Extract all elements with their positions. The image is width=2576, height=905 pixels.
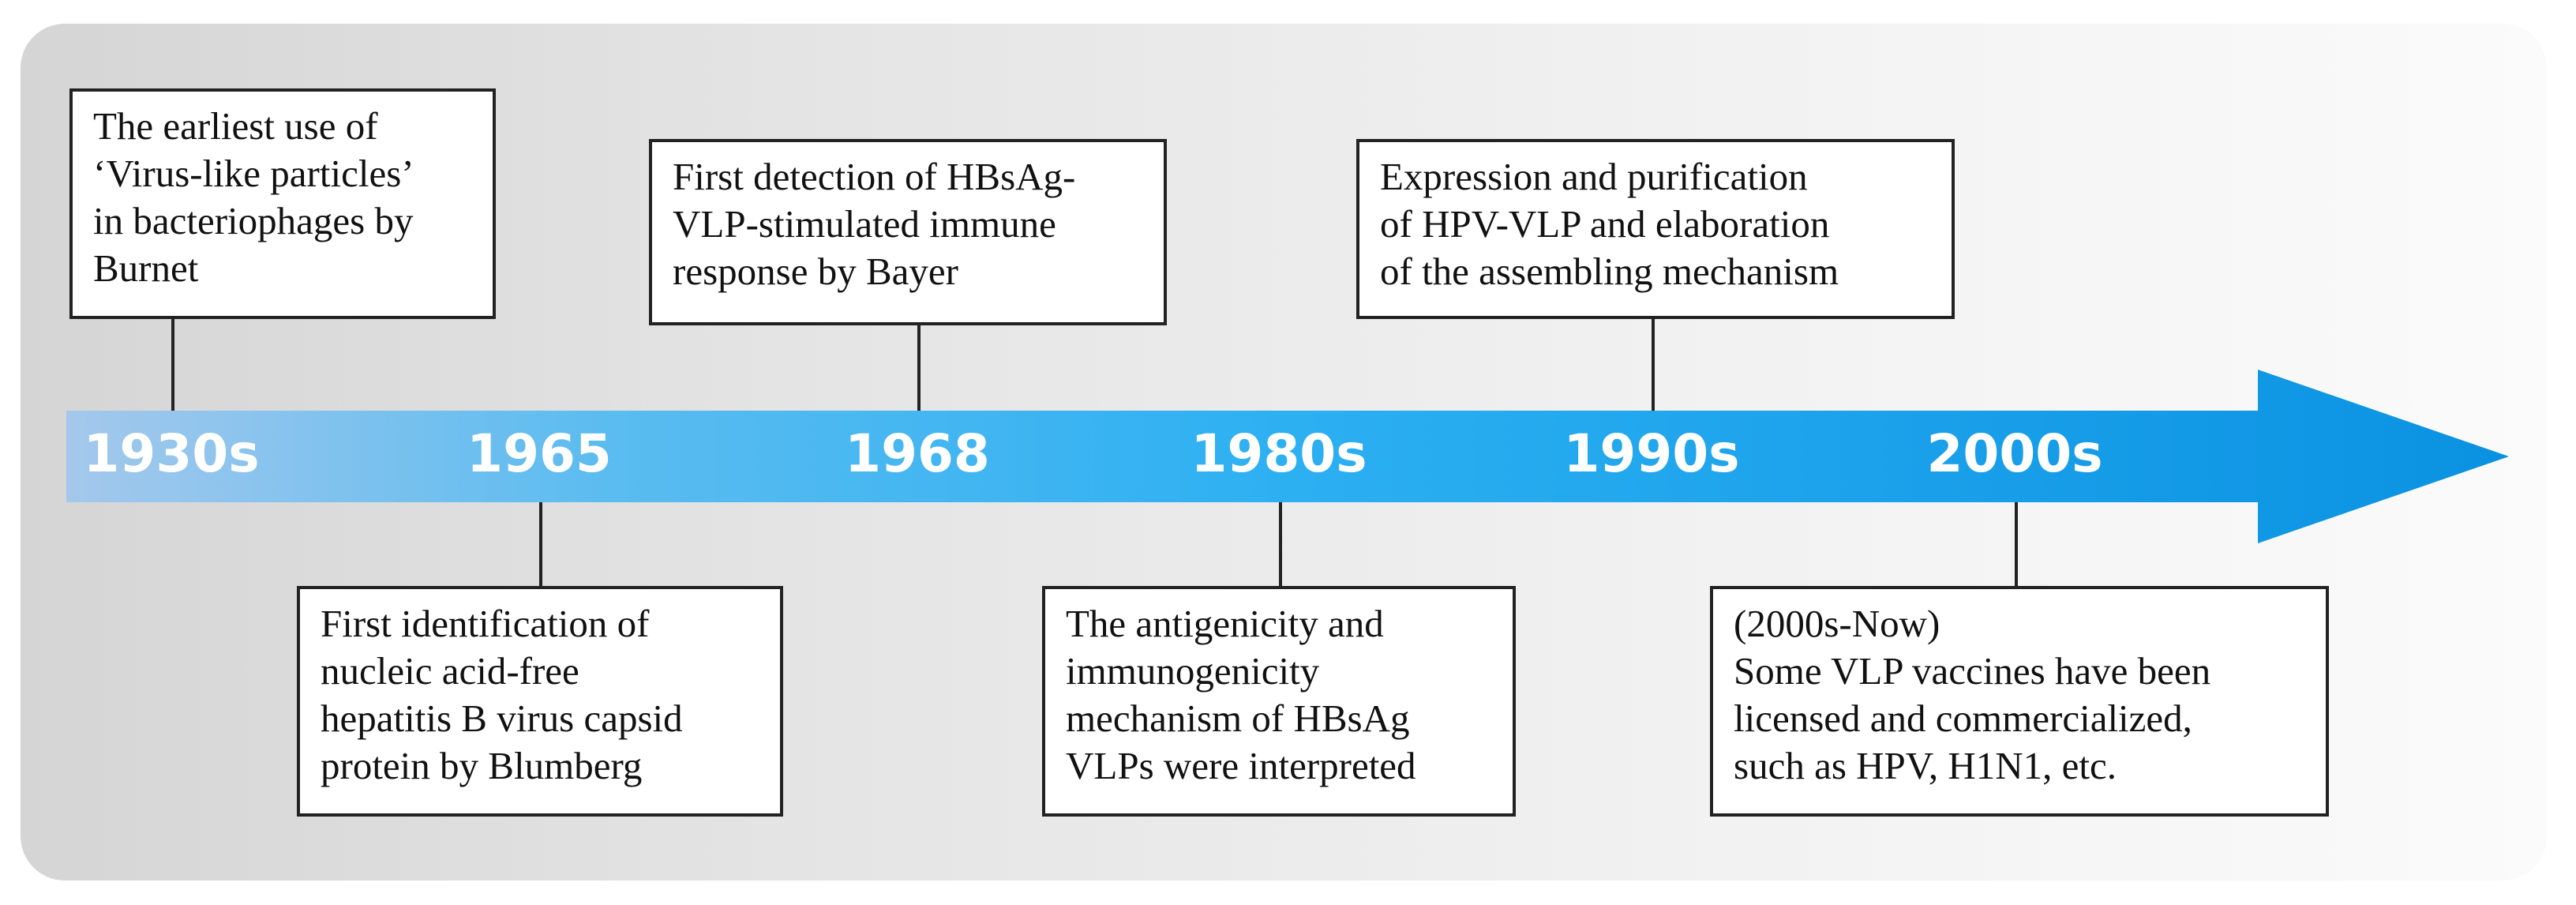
event-line: such as HPV, H1N1, etc.	[1734, 744, 2117, 787]
event-line: nucleic acid-free	[321, 649, 579, 693]
event-line: First detection of HBsAg-	[673, 155, 1076, 198]
connector-2000s	[2015, 502, 2018, 589]
event-line: VLP-stimulated immune	[673, 202, 1056, 246]
event-line: in bacteriophages by	[93, 199, 414, 242]
connector-1968	[917, 324, 921, 411]
event-line: response by Bayer	[673, 250, 958, 293]
year-label-1965: 1965	[467, 423, 612, 484]
event-line: VLPs were interpreted	[1066, 744, 1416, 787]
year-label-1980s: 1980s	[1191, 423, 1367, 484]
event-box-2000s: (2000s-Now) Some VLP vaccines have been …	[1710, 586, 2329, 817]
event-line: ‘Virus-like particles’	[93, 152, 414, 195]
event-line: hepatitis B virus capsid	[321, 697, 683, 740]
connector-1965	[539, 502, 542, 589]
event-line: of HPV-VLP and elaboration	[1380, 202, 1830, 246]
event-line: Some VLP vaccines have been	[1734, 649, 2211, 693]
event-line: immunogenicity	[1066, 649, 1320, 693]
connector-1930s	[171, 316, 174, 411]
event-line: of the assembling mechanism	[1380, 250, 1839, 293]
connector-1990s	[1652, 316, 1655, 411]
event-line: The earliest use of	[93, 104, 378, 148]
year-label-2000s: 2000s	[1926, 423, 2103, 484]
event-line: Expression and purification	[1380, 155, 1808, 198]
event-box-1968: First detection of HBsAg- VLP-stimulated…	[649, 139, 1167, 325]
event-line: protein by Blumberg	[321, 744, 643, 787]
event-line: mechanism of HBsAg	[1066, 697, 1410, 740]
event-line: The antigenicity and	[1066, 602, 1384, 645]
event-box-1965: First identification of nucleic acid-fre…	[297, 586, 783, 817]
year-label-1968: 1968	[845, 423, 990, 484]
event-box-1930s: The earliest use of ‘Virus-like particle…	[69, 88, 496, 319]
event-box-1980s: The antigenicity and immunogenicity mech…	[1042, 586, 1516, 817]
connector-1980s	[1279, 502, 1282, 589]
event-box-1990s: Expression and purification of HPV-VLP a…	[1356, 139, 1955, 319]
year-label-1930s: 1930s	[83, 423, 260, 484]
event-line: Burnet	[93, 246, 199, 290]
event-line: First identification of	[321, 602, 650, 645]
event-line: (2000s-Now)	[1734, 602, 1940, 645]
event-line: licensed and commercialized,	[1734, 697, 2192, 740]
year-label-1990s: 1990s	[1563, 423, 1740, 484]
